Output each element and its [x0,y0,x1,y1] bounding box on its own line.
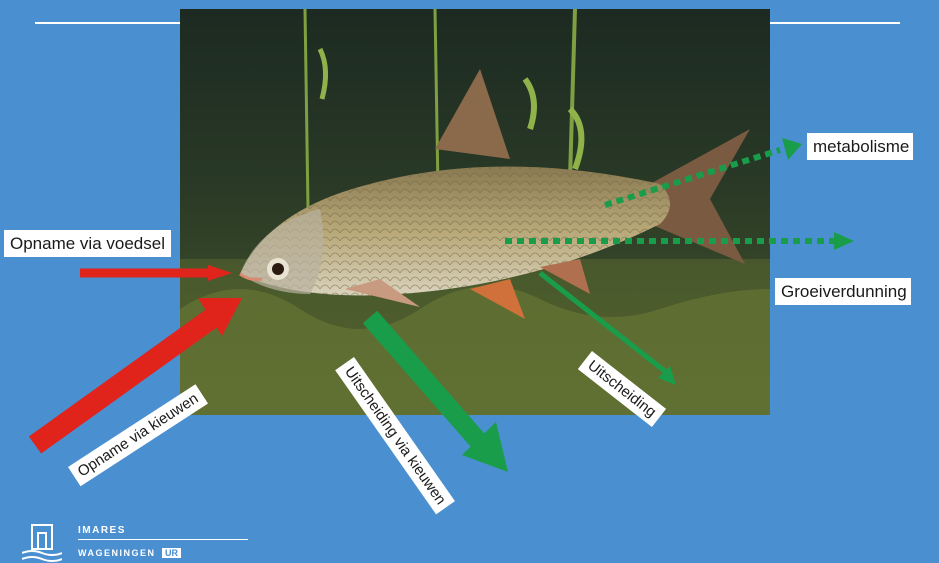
label-intake-food: Opname via voedsel [4,230,171,257]
logo-ur-badge: UR [162,548,181,558]
intake-food-arrow [80,265,232,281]
growth-dilution-arrow [505,232,854,250]
logo-line1: IMARES [78,525,126,536]
logo-line2: WAGENINGEN UR [78,543,181,555]
logo-wageningen: WAGENINGEN [78,548,156,558]
imares-emblem-icon [22,523,62,563]
imares-logo: IMARES WAGENINGEN UR [22,523,262,563]
logo-underline [78,539,248,540]
label-metabolism: metabolisme [807,133,913,160]
label-growth-dilution: Groeiverdunning [775,278,911,305]
metabolism-arrow [605,138,802,205]
